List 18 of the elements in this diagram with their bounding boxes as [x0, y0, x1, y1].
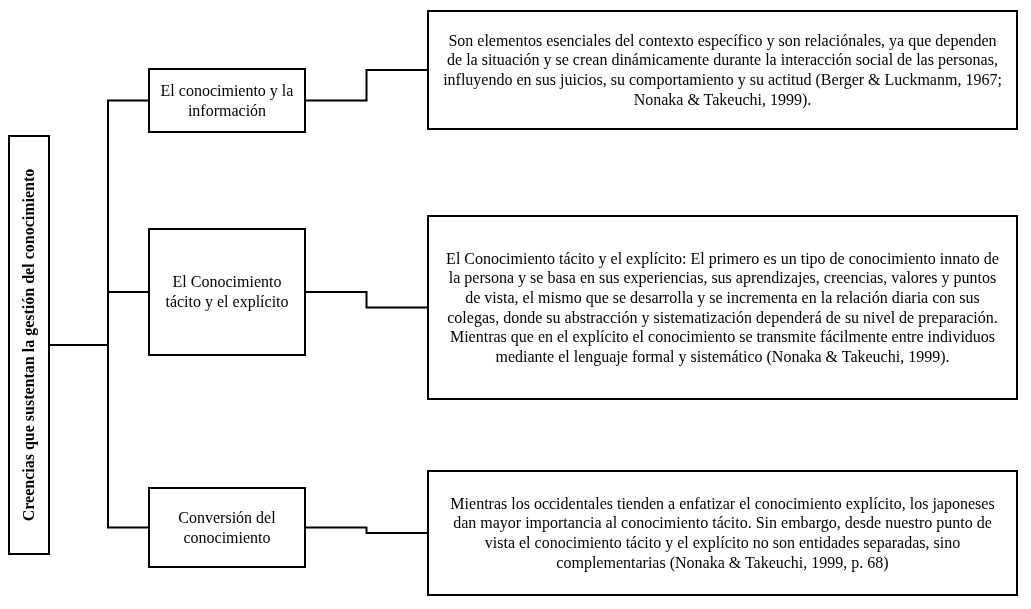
connector-line	[305, 69, 428, 102]
text-box	[148, 68, 306, 133]
category-label: El Conocimiento tácito y el explícito	[164, 272, 290, 312]
text-box	[148, 487, 306, 568]
category-label: Conversión del conocimiento	[177, 508, 277, 547]
description-text: Son elementos esenciales del contexto específico y son relaciónales, ya que dependen de la situación y se crean dinámicamente durante la interacción social de las personas, influyendo en sus juicios, su comportamiento y su actitud (Berger & Luckmanm, 1967; Nonaka & Takeuchi, 1999).	[442, 30, 1003, 110]
category-label: El conocimiento y la información	[159, 81, 295, 120]
description-text: El Conocimiento tácito y el explícito: El primero es un tipo de conocimiento innato de la persona y se basa en sus experiencias, sus aprendizajes, creencias, valores y puntos de vista, el mismo que se desarrolla y se incrementa en la relación diaria con sus colegas, donde su abstracción y sistematización dependerá de su nivel de preparación. Mientras que en el explícito el conocimiento se transmite fácilmente entre individuos mediante el lenguaje formal y sistemático (Nonaka & Takeuchi, 1999).	[445, 248, 1000, 367]
connector-line	[305, 291, 428, 309]
text-box	[427, 215, 1018, 400]
connector-line	[305, 526, 428, 534]
title-text: Creencias que sustentan la gestión del conocimiento	[19, 167, 39, 524]
connector-line	[49, 344, 149, 529]
text-box	[427, 470, 1018, 596]
text-box	[427, 10, 1018, 130]
description-text: Mientras los occidentales tienden a enfatizar el conocimiento explícito, los japoneses dan mayor importancia al conocimiento tácito. Sin embargo, desde nuestro punto de vista el conocimiento tácito y el explícito no son entidades separadas, sino complementarias (Nonaka & Takeuchi, 1999, p. 68)	[449, 493, 996, 573]
text-box	[148, 228, 306, 356]
text-box	[8, 135, 50, 555]
